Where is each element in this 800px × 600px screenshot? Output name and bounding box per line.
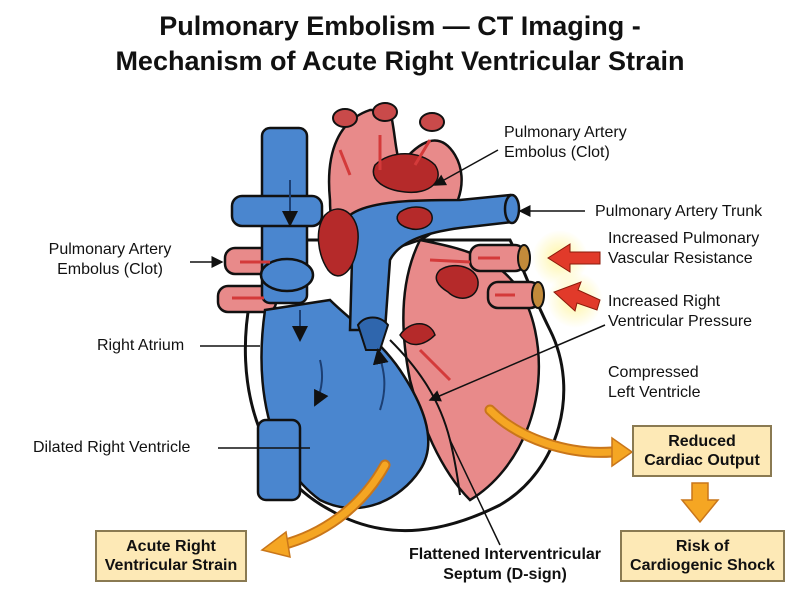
label-increased-rvp: Increased Right Ventricular Pressure — [608, 292, 793, 332]
left-atrial-clot — [317, 208, 359, 277]
mitral-valve — [399, 323, 436, 346]
label-pa-embolus-left: Pulmonary Artery Embolus (Clot) — [30, 240, 190, 280]
box-shock-line2: Cardiogenic Shock — [630, 557, 775, 574]
inferior-vena-cava — [256, 418, 302, 502]
label-increased-rvp-line1: Increased Right — [608, 293, 721, 310]
label-pa-embolus-top-line2: Embolus (Clot) — [504, 144, 610, 161]
label-increased-pvr-line1: Increased Pulmonary — [608, 230, 760, 247]
pulmonary-artery-left-branch — [230, 194, 324, 228]
label-increased-pvr: Increased Pulmonary Vascular Resistance — [608, 229, 793, 269]
label-compressed-lv-line1: Compressed — [608, 364, 699, 381]
box-cardiogenic-shock: Risk of Cardiogenic Shock — [620, 530, 785, 582]
pvr-pressure-arrow — [547, 243, 601, 273]
label-compressed-lv-line2: Left Ventricle — [608, 384, 701, 401]
lv-clot — [435, 264, 479, 299]
label-pa-embolus-left-line2: Embolus (Clot) — [57, 261, 163, 278]
label-dilated-rv: Dilated Right Ventricle — [33, 439, 191, 456]
box-rv-strain-line2: Ventricular Strain — [104, 557, 238, 574]
pa-trunk-clot — [396, 206, 433, 230]
label-septum-line2: Septum (D-sign) — [443, 566, 567, 583]
septum — [389, 339, 461, 496]
blue-flow-arrows — [282, 180, 389, 411]
label-increased-pvr-line2: Vascular Resistance — [608, 250, 753, 267]
box-reduced-cardiac-output: Reduced Cardiac Output — [632, 425, 772, 477]
box-reduced-co-line2: Cardiac Output — [644, 452, 760, 469]
title-line-2: Mechanism of Acute Right Ventricular Str… — [115, 46, 685, 76]
box-reduced-co-line1: Reduced — [668, 433, 736, 450]
label-pa-embolus-top-line1: Pulmonary Artery — [504, 124, 627, 141]
box-rv-strain-line1: Acute Right — [126, 538, 216, 555]
title-line-1: Pulmonary Embolism — CT Imaging - — [159, 11, 641, 41]
box-acute-rv-strain: Acute Right Ventricular Strain — [95, 530, 247, 582]
tricuspid-valve — [356, 316, 390, 351]
label-compressed-lv: Compressed Left Ventricle — [608, 363, 758, 403]
box-shock-line1: Risk of — [675, 538, 730, 555]
label-septum-line1: Flattened Interventricular — [408, 546, 602, 563]
label-septum: Flattened Interventricular Septum (D-sig… — [395, 545, 615, 585]
red-flow-arrows — [232, 135, 515, 382]
label-right-atrium: Right Atrium — [97, 337, 185, 354]
label-pa-embolus-top: Pulmonary Artery Embolus (Clot) — [504, 123, 654, 163]
label-increased-rvp-line2: Ventricular Pressure — [608, 313, 753, 330]
arrow-to-shock — [680, 482, 720, 524]
label-pa-embolus-left-line1: Pulmonary Artery — [48, 241, 172, 258]
rvp-pressure-arrow — [553, 281, 601, 312]
label-pa-trunk: Pulmonary Artery Trunk — [595, 203, 763, 220]
